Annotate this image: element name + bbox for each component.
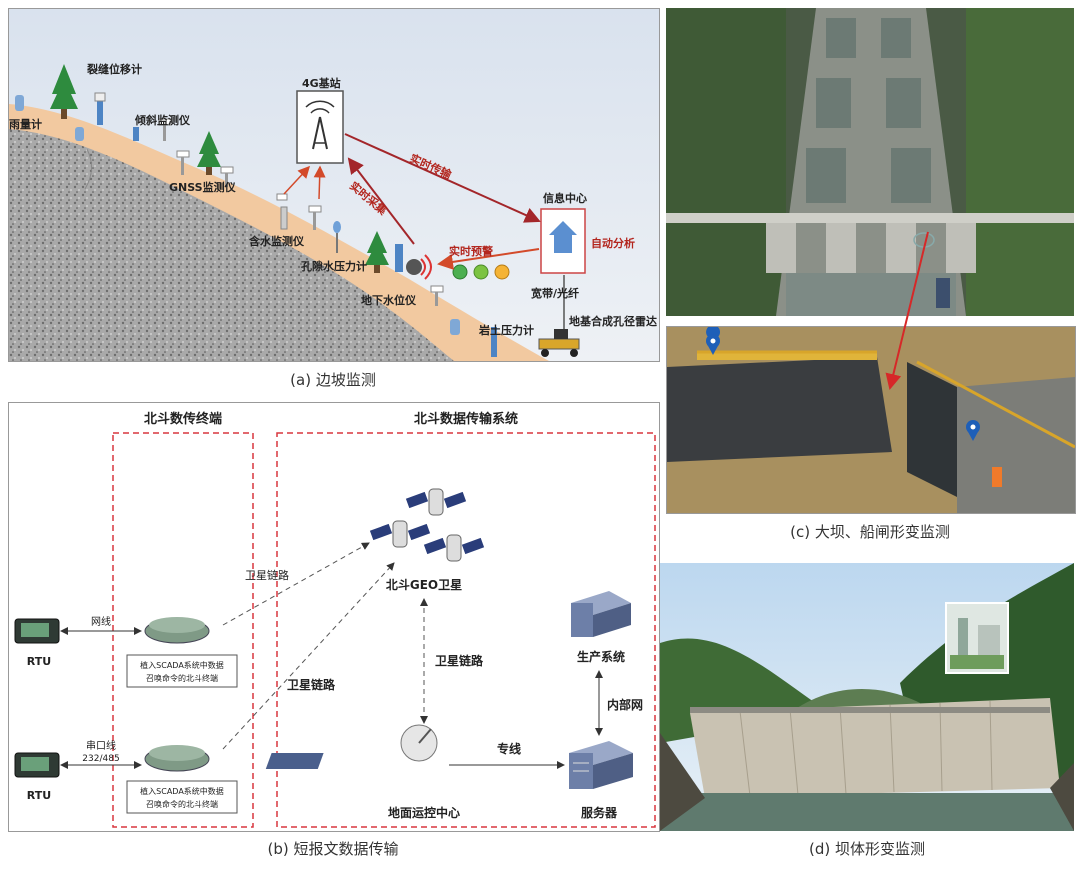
link-arrow	[885, 231, 929, 390]
rtu-device-icon	[14, 618, 60, 644]
label-base-station: 4G基站	[302, 76, 341, 90]
satellite-link-label-2: 卫星链路	[287, 677, 336, 692]
groundwater-gauge-icon	[395, 244, 403, 272]
gnss-antenna-icon	[176, 150, 190, 158]
terminal-desc-line1: 植入SCADA系统中数据	[140, 660, 224, 670]
ship-lock-aerial-photo	[666, 8, 1074, 316]
server-label: 服务器	[581, 805, 618, 820]
caption-panel-b: (b) 短报文数据传输	[267, 840, 399, 858]
label-pore-pressure: 孔隙水压力计	[301, 259, 367, 273]
beidou-terminal-icon	[144, 745, 210, 772]
lock-gate-photo	[666, 326, 1076, 514]
label-inclinometer: 倾斜监测仪	[134, 113, 191, 127]
panel-slope-monitoring: 雨量计 裂缝位移计 倾斜监测仪 GNSS监测仪 4G基站 实时传输 实时采集 含…	[8, 8, 660, 362]
terminal-desc-box-top	[126, 654, 238, 688]
rain-gauge-icon	[15, 95, 24, 111]
satellite-link-label-3: 卫星链路	[435, 653, 484, 668]
beidou-transmission-diagram: 北斗数传终端 北斗数据传输系统 RTU 网线 植入SCADA系统中数据 召唤命令…	[14, 411, 656, 828]
location-pin-icon	[966, 420, 980, 441]
earth-pressure-icon	[450, 319, 460, 335]
rtu-device-icon	[14, 752, 60, 778]
crack-meter-icon	[97, 97, 103, 125]
satellite-dish-icon	[265, 724, 438, 769]
terminal-title: 北斗数传终端	[144, 411, 222, 427]
production-system-label: 生产系统	[577, 649, 625, 664]
slope-monitoring-diagram: 雨量计 裂缝位移计 倾斜监测仪 GNSS监测仪 4G基站 实时传输 实时采集 含…	[9, 9, 659, 361]
ground-center-label: 地面运控中心	[388, 805, 460, 820]
label-auto-analysis: 自动分析	[591, 236, 635, 250]
satellite-link-label-1: 卫星链路	[245, 568, 289, 582]
tree-icon	[197, 131, 221, 175]
label-info-center: 信息中心	[543, 191, 587, 205]
antenna-tower-icon	[305, 100, 335, 150]
system-group-box	[276, 432, 656, 828]
terminal-desc-line2: 召唤命令的北斗终端	[146, 673, 218, 683]
link-serial-protocol: 232/485	[82, 754, 119, 764]
caption-panel-d: (d) 坝体形变监测	[809, 840, 925, 858]
panel-beidou-transmission: 北斗数传终端 北斗数据传输系统 RTU 网线 植入SCADA系统中数据 召唤命令…	[8, 402, 660, 832]
yellow-green-light-icon	[473, 264, 489, 280]
orange-light-icon	[494, 264, 510, 280]
caption-panel-a: (a) 边坡监测	[290, 371, 376, 389]
dam-body-photo	[660, 563, 1074, 831]
moisture-meter-icon	[276, 193, 288, 201]
satellite-icon	[405, 488, 467, 516]
link-serial-cable: 串口线	[86, 739, 116, 752]
system-title: 北斗数据传输系统	[414, 411, 518, 427]
base-station-box	[296, 90, 344, 164]
intranet-label: 内部网	[607, 697, 643, 712]
terminal-desc-line2-bottom: 召唤命令的北斗终端	[146, 799, 218, 809]
label-gnss: GNSS监测仪	[169, 180, 237, 194]
rtu-label-top: RTU	[27, 655, 51, 668]
label-broadband: 宽带/光纤	[530, 286, 579, 300]
label-radar: 地基合成孔径雷达	[569, 314, 657, 328]
satellite-label: 北斗GEO卫星	[386, 577, 462, 592]
satellite-icon	[369, 520, 431, 548]
building-icon	[549, 221, 577, 253]
terminal-desc-box-bottom	[126, 780, 238, 814]
server-icon	[569, 741, 633, 789]
pore-pressure-icon	[333, 221, 341, 233]
rtu-label-bottom: RTU	[27, 789, 51, 802]
label-realtime-warning: 实时预警	[449, 244, 493, 258]
label-groundwater: 地下水位仪	[361, 293, 417, 307]
location-pin-icon	[706, 327, 721, 355]
label-crack-meter: 裂缝位移计	[86, 62, 142, 76]
radar-device-icon	[538, 329, 580, 357]
tree-icon	[365, 231, 389, 273]
warning-siren-icon	[406, 254, 432, 280]
label-earth-pressure: 岩土压力计	[478, 323, 534, 337]
dedicated-line-label: 专线	[497, 741, 521, 756]
inclinometer-icon	[133, 127, 139, 141]
green-light-icon	[452, 264, 468, 280]
link-network-cable: 网线	[91, 615, 111, 628]
caption-panel-c: (c) 大坝、船闸形变监测	[790, 523, 950, 541]
terminal-desc-line1-bottom: 植入SCADA系统中数据	[140, 786, 224, 796]
label-moisture-meter: 含水监测仪	[248, 234, 305, 248]
label-rain-gauge: 雨量计	[9, 117, 42, 131]
production-system-icon	[571, 591, 631, 637]
beidou-terminal-icon	[144, 617, 210, 644]
satellite-icon	[423, 534, 485, 562]
tree-icon	[50, 64, 78, 119]
rain-gauge-icon	[75, 127, 84, 141]
